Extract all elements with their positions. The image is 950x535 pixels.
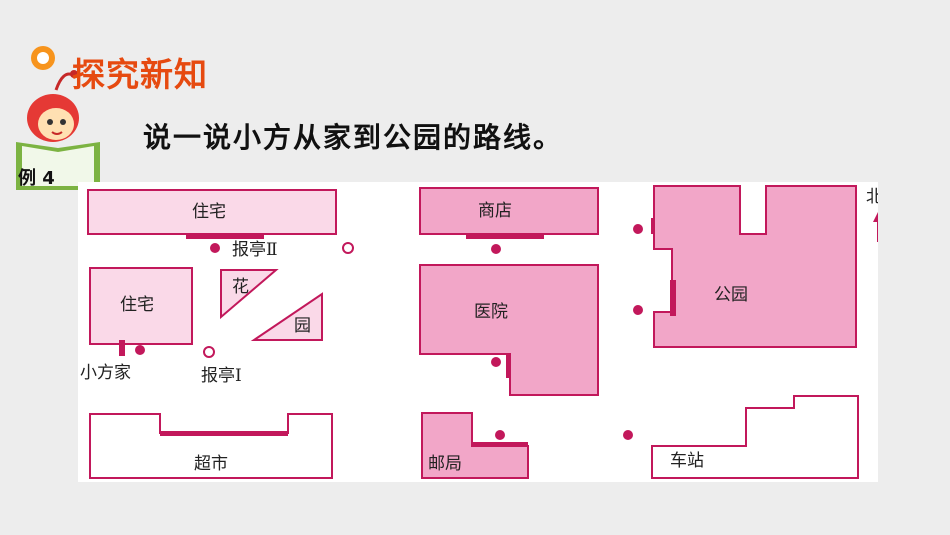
hospital-label: 医院 — [474, 302, 508, 322]
garden-triangle-lower — [250, 292, 323, 341]
garden-char-2: 园 — [294, 316, 311, 336]
kiosk-2-label: 报亭Ⅱ — [232, 240, 278, 260]
kiosk-1-label: 报亭Ⅰ — [201, 366, 242, 386]
residence-left-label: 住宅 — [120, 295, 154, 315]
shop-block — [419, 187, 599, 235]
mascot-illustration — [16, 46, 100, 190]
north-arrow-icon — [873, 212, 878, 222]
supermarket-label: 超市 — [194, 454, 228, 474]
residence-left-block — [89, 267, 193, 345]
example-label: 例 4 — [18, 168, 55, 189]
shop-label: 商店 — [478, 201, 512, 221]
residence-top-label: 住宅 — [192, 202, 226, 222]
station-label: 车站 — [670, 451, 704, 471]
supermarket-block — [89, 413, 333, 479]
post-office-label: 邮局 — [428, 454, 462, 474]
section-title: 探究新知 — [72, 55, 208, 94]
north-label: 北 — [866, 187, 878, 207]
hospital-block — [419, 264, 599, 396]
home-label: 小方家 — [80, 363, 131, 383]
station-block — [651, 395, 859, 479]
route-map: 住宅 报亭Ⅱ 住宅 小方家 花 园 报亭Ⅰ 商店 医院 书店 公园 北 超市 邮… — [78, 182, 878, 482]
garden-triangle-upper — [220, 269, 279, 320]
question-text: 说一说小方从家到公园的路线。 — [143, 121, 564, 154]
park-block — [653, 185, 857, 348]
garden-char-1: 花 — [232, 277, 249, 297]
park-label: 公园 — [714, 285, 748, 305]
